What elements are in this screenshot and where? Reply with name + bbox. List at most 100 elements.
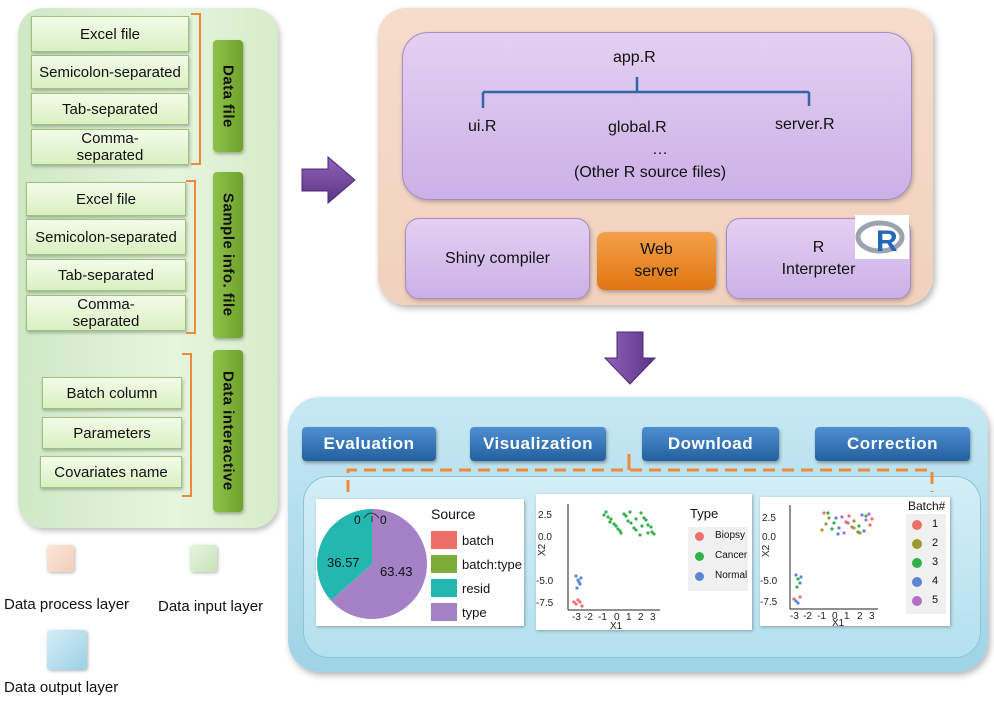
scatter-point — [795, 585, 799, 589]
s1-xtick-m2: -2 — [584, 612, 593, 623]
evaluation-button[interactable]: Evaluation — [302, 427, 436, 461]
correction-button[interactable]: Correction — [815, 427, 970, 461]
s2-legend-title: Batch# — [908, 499, 946, 513]
scatter-point — [614, 524, 618, 528]
covariates-name-field[interactable]: Covariates name — [40, 456, 182, 488]
pie-label-batch: 0 — [380, 513, 387, 527]
scatter-point — [639, 511, 643, 515]
scatter-point — [798, 581, 802, 585]
server-r-label[interactable]: server.R — [775, 116, 835, 133]
variance-pie-chart — [317, 509, 427, 619]
legend-label-batch-type: batch:type — [462, 557, 522, 572]
sample-tab[interactable]: Tab-separated — [26, 259, 186, 291]
scatter-point — [830, 527, 834, 531]
process-layer-label: Data process layer — [4, 596, 130, 613]
sample-semicolon[interactable]: Semicolon-separated — [26, 219, 186, 255]
pie-slice-type — [330, 509, 427, 619]
batch-column-field[interactable]: Batch column — [42, 377, 182, 409]
scatter-point — [602, 513, 606, 517]
s2-xtick-m1: -1 — [817, 611, 826, 622]
arrow-right-icon — [301, 155, 356, 205]
scatter-point — [868, 523, 872, 527]
input-layer-label: Data input layer — [158, 598, 264, 615]
scatter-point — [575, 586, 579, 590]
svg-text:R: R — [876, 225, 898, 258]
s2-xlabel: X1 — [832, 618, 845, 626]
global-r-label[interactable]: global.R — [608, 119, 667, 136]
s2-xtick-m2: -2 — [803, 611, 812, 622]
scatter-point — [634, 528, 638, 532]
s1-legend-biopsy: Biopsy — [715, 530, 746, 541]
scatter-point — [857, 524, 861, 528]
data-file-semicolon[interactable]: Semicolon-separated — [31, 55, 189, 89]
scatter-point — [858, 531, 862, 535]
scatter-point — [798, 595, 802, 599]
scatter-point — [792, 597, 796, 601]
scatter-point — [646, 531, 650, 535]
output-layer-swatch — [47, 630, 87, 670]
file-tree-lines — [481, 77, 811, 108]
download-button[interactable]: Download — [642, 427, 779, 461]
scatter-point — [642, 516, 646, 520]
s2-ytick-2.5: 2.5 — [762, 513, 776, 524]
sample-info-brace — [186, 180, 196, 334]
scatter-point — [577, 580, 581, 584]
scatter-point — [852, 526, 856, 530]
s1-ytick-2.5: 2.5 — [538, 510, 552, 521]
s1-legend-title: Type — [690, 506, 719, 521]
process-layer-swatch — [47, 545, 74, 572]
scatter-point — [646, 523, 650, 527]
other-r-files-label: (Other R source files) — [574, 164, 727, 181]
data-interactive-tab-label[interactable]: Data interactive — [213, 350, 243, 512]
data-file-tab[interactable]: Tab-separated — [31, 93, 189, 125]
scatter-point — [846, 521, 850, 525]
scatter-point — [612, 522, 616, 526]
s2-legend-dot-2 — [912, 539, 922, 549]
scatter-point — [578, 600, 582, 604]
scatter-point — [579, 576, 583, 580]
pie-label-type: 63.43 — [380, 564, 413, 579]
data-file-comma[interactable]: Comma- separated — [31, 129, 189, 165]
scatter-point — [574, 574, 578, 578]
scatter-point — [608, 520, 612, 524]
scatter-point — [604, 510, 608, 514]
s1-xlabel: X1 — [610, 621, 623, 630]
visualization-button[interactable]: Visualization — [470, 427, 606, 461]
scatter-point — [847, 514, 851, 518]
scatter-point — [628, 510, 632, 514]
sample-comma[interactable]: Comma- separated — [26, 295, 186, 331]
web-server-box[interactable]: Web server — [597, 232, 716, 290]
ui-r-label[interactable]: ui.R — [468, 118, 497, 135]
s1-legend-dot-cancer — [695, 552, 704, 561]
scatter-point — [870, 517, 874, 521]
scatter-point — [799, 575, 803, 579]
s2-legend-dot-3 — [912, 558, 922, 568]
scatter-point — [624, 514, 628, 518]
s2-legend-label-2: 2 — [932, 537, 939, 549]
scatter-point — [574, 602, 578, 606]
scatter-point — [652, 532, 656, 536]
shiny-compiler-box[interactable]: Shiny compiler — [405, 218, 590, 299]
scatter-point — [794, 573, 798, 577]
scatter-point — [824, 522, 828, 526]
scatter-point — [622, 512, 626, 516]
data-file-tab-label[interactable]: Data file — [213, 40, 243, 152]
output-layer-label: Data output layer — [4, 679, 119, 696]
scatter-point — [796, 577, 800, 581]
scatter-point — [832, 521, 836, 525]
scatter-point — [794, 599, 798, 603]
data-file-excel[interactable]: Excel file — [31, 16, 189, 52]
sample-excel[interactable]: Excel file — [26, 182, 186, 216]
parameters-field[interactable]: Parameters — [42, 417, 182, 449]
s1-ytick-0: 0.0 — [538, 532, 552, 543]
s2-ylabel: X2 — [761, 544, 772, 557]
s2-legend-dot-1 — [912, 520, 922, 530]
pie-slice-resid — [317, 509, 372, 601]
r-logo-icon: R — [855, 215, 909, 259]
s2-xtick-3: 3 — [869, 611, 875, 622]
app-r-label[interactable]: app.R — [613, 49, 656, 66]
legend-label-batch: batch — [462, 533, 494, 548]
sample-info-tab-label[interactable]: Sample info. file — [213, 172, 243, 338]
scatter-point — [836, 532, 840, 536]
s1-legend-dot-normal — [695, 572, 704, 581]
